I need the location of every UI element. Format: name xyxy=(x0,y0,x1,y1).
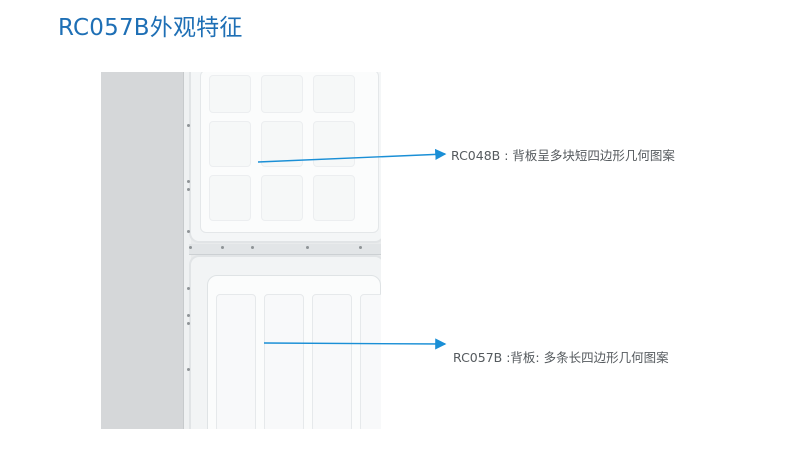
pattern-strip xyxy=(264,294,304,429)
screw-dot xyxy=(187,180,190,183)
screw-dot xyxy=(187,124,190,127)
compartment-divider xyxy=(189,244,381,255)
product-photo xyxy=(101,72,381,429)
pattern-strip xyxy=(312,294,352,429)
pattern-tile xyxy=(261,121,303,167)
screw-dot xyxy=(187,322,190,325)
pattern-tile xyxy=(261,75,303,113)
callout-rc048b: RC048B : 背板呈多块短四边形几何图案 xyxy=(451,148,675,163)
rc057b-back-panel xyxy=(189,255,381,429)
screw-dot xyxy=(187,368,190,371)
screw-dot xyxy=(306,246,309,249)
screw-dot xyxy=(187,230,190,233)
side-wall xyxy=(101,72,186,429)
screw-dot xyxy=(187,314,190,317)
rc057b-inner-panel xyxy=(207,275,381,429)
page-title: RC057B外观特征 xyxy=(58,15,243,41)
pattern-tile xyxy=(313,75,355,113)
screw-dot xyxy=(189,246,192,249)
pattern-tile xyxy=(313,121,355,167)
rc048b-inner-panel xyxy=(200,72,379,233)
pattern-strip xyxy=(360,294,381,429)
screw-dot xyxy=(359,246,362,249)
screw-dot xyxy=(251,246,254,249)
screw-dot xyxy=(187,287,190,290)
pattern-strip xyxy=(216,294,256,429)
callout-rc057b: RC057B :背板: 多条长四边形几何图案 xyxy=(453,350,669,365)
pattern-tile xyxy=(261,175,303,221)
pattern-tile xyxy=(209,121,251,167)
pattern-tile xyxy=(313,175,355,221)
screw-dot xyxy=(187,188,190,191)
hinge-strip xyxy=(183,72,191,429)
rc048b-back-panel xyxy=(189,72,381,243)
pattern-tile xyxy=(209,75,251,113)
screw-dot xyxy=(221,246,224,249)
pattern-tile xyxy=(209,175,251,221)
